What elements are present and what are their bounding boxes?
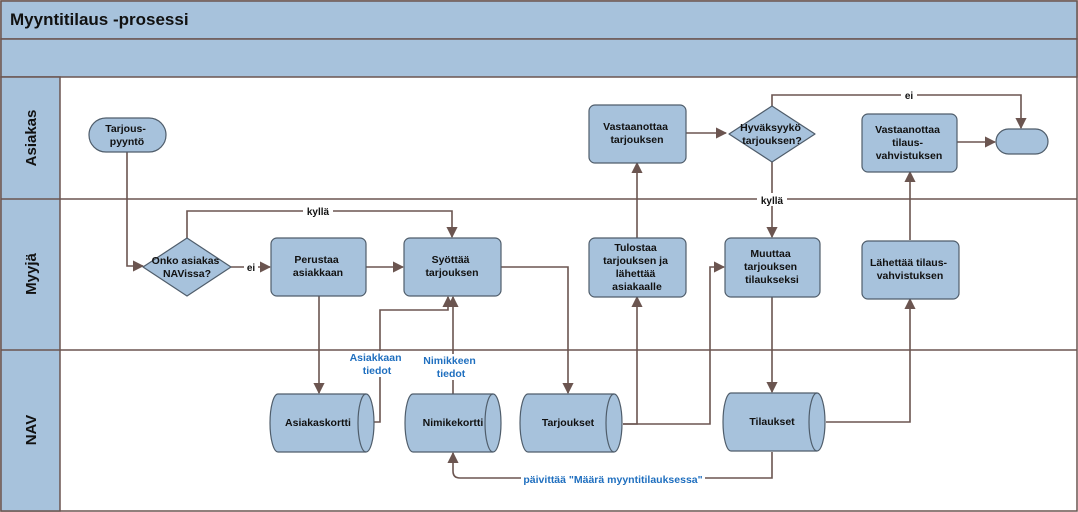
node-perustaa-asiakkaan: Perustaa asiakkaan <box>270 237 367 297</box>
edge-label-bg <box>757 193 787 206</box>
node-onko-asiakas: Onko asiakas NAVissa? <box>142 237 232 297</box>
node-tarjouspyynto: Tarjous- pyyntö <box>88 117 167 153</box>
lane-label-column <box>0 76 61 512</box>
data-label-asiakkaan-tiedot: Asiakkaan tiedot <box>350 352 405 377</box>
svg-text:Vastaanottaa tilaus-: Vastaanottaa tilaus- vahvistuksen <box>875 124 943 162</box>
node-lahettaa: Lähettää tilaus- vahvistuksen <box>861 240 960 300</box>
node-syottaa-tarjouksen: Syöttää tarjouksen <box>403 237 502 297</box>
node-vastaanottaa-tarjouksen: Vastaanottaa tarjouksen <box>588 104 687 164</box>
edge-label-ei-left: ei <box>247 263 256 274</box>
node-asiakaskortti: Asiakaskortti <box>269 393 375 453</box>
svg-text:Lähettää tilaus- vahvist: Lähettää tilaus- vahvistuksen <box>870 257 950 282</box>
data-label-bg <box>521 472 705 485</box>
data-label-bg <box>418 354 480 380</box>
node-end <box>995 128 1049 155</box>
svg-text:Asiakaskortti: Asiakaskortti <box>285 417 351 429</box>
data-label-nimikkeen-tiedot: Nimikkeen tiedot <box>423 355 478 380</box>
title-bar <box>0 0 1078 40</box>
svg-text:Nimikekortti: Nimikekortti <box>423 417 484 429</box>
data-label-paivittaa: päivittää "Määrä myyntitilauksessa" <box>523 474 702 486</box>
lane-label-nav: NAV <box>23 415 40 446</box>
svg-text:Syöttää tarjouksen: Syöttää tarjouksen <box>425 254 478 279</box>
svg-text:Tilaukset: Tilaukset <box>749 416 795 428</box>
svg-text:Muuttaa tarjouksen: Muuttaa tarjouksen tilaukseksi <box>744 248 800 286</box>
svg-text:Tarjous- pyyntö: Tarjous- pyyntö <box>105 123 149 148</box>
edge-tilaukset-lahettaa <box>826 297 916 423</box>
edge-label-bg <box>244 260 258 273</box>
svg-text:Vastaanottaa tarjouksen: Vastaanottaa tarjouksen <box>603 121 671 146</box>
edge-tarjoukset-muuttaa <box>623 261 726 425</box>
lane-label-myyja: Myyjä <box>23 253 40 295</box>
edge-hyvaksyyko-end <box>771 94 1027 130</box>
node-vastaanottaa-tilaus: Vastaanottaa tilaus- vahvistuksen <box>861 113 958 173</box>
edge-label-bg <box>901 88 917 101</box>
node-muuttaa: Muuttaa tarjouksen tilaukseksi <box>724 237 821 298</box>
node-nimikekortti: Nimikekortti <box>404 393 502 453</box>
node-tarjoukset: Tarjoukset <box>519 393 623 453</box>
svg-text:Hyväksyykö tarjouksen?: Hyväksyykö tarjouksen? <box>740 122 804 147</box>
edge-label-ei-top: ei <box>905 91 914 102</box>
header-band <box>0 38 1078 78</box>
edge-tilaukset-nimikekortti <box>447 451 773 479</box>
diagram-title: Myyntitilaus -prosessi <box>10 10 189 29</box>
edge-syottaa-tarjoukset <box>501 266 574 395</box>
edge-label-bg <box>303 204 333 217</box>
svg-text:Onko asiakas NAVissa?: Onko asiakas NAVissa? <box>152 255 223 280</box>
svg-text:Tarjoukset: Tarjoukset <box>542 417 595 429</box>
node-tilaukset: Tilaukset <box>722 392 826 452</box>
edge-label-kylla-top: kyllä <box>307 207 330 218</box>
lane-label-asiakas: Asiakas <box>23 110 40 167</box>
edge-label-kylla-mid: kyllä <box>761 196 784 207</box>
edge-pyynto-onko <box>126 152 145 272</box>
node-hyvaksyyko: Hyväksyykö tarjouksen? <box>728 105 816 163</box>
node-tulostaa: Tulostaa tarjouksen ja lähettää asiakaal… <box>588 237 687 298</box>
svg-text:Perustaa asiakkaan: Perustaa asiakkaan <box>293 254 343 279</box>
svg-text:Tulostaa tarjouksen ja: Tulostaa tarjouksen ja lähettää asiakaal… <box>603 242 671 293</box>
data-label-bg <box>346 351 406 377</box>
